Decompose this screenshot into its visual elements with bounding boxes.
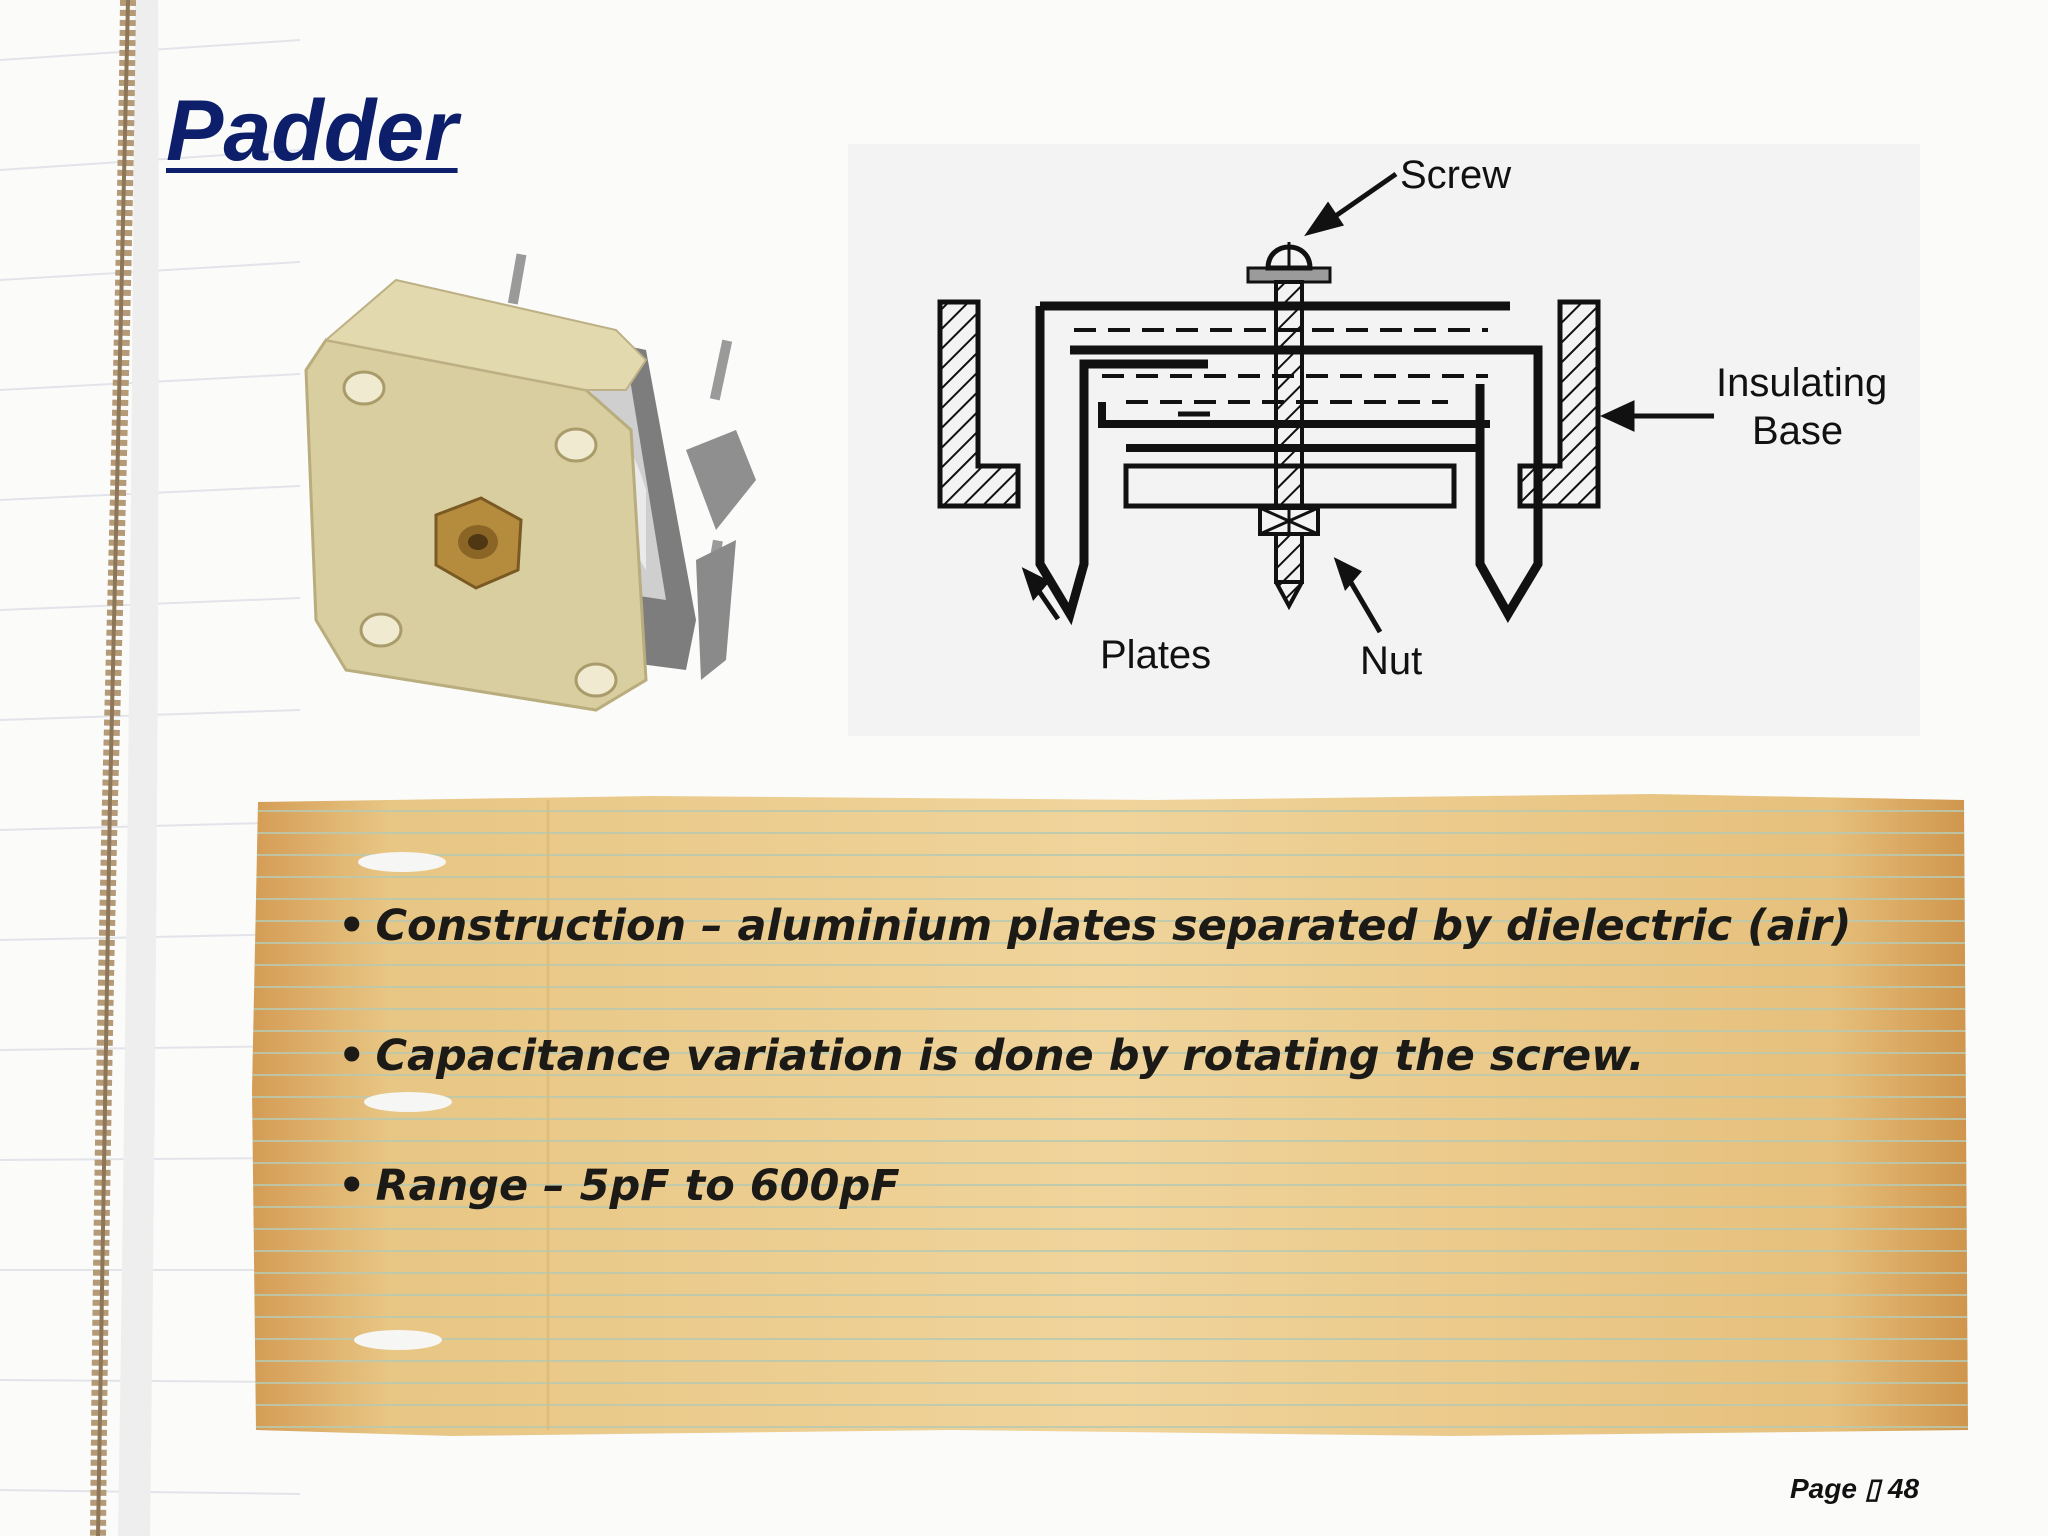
bullet-list: •Construction – aluminium plates separat… <box>338 880 1852 1270</box>
insulating-base-left <box>937 299 1021 509</box>
page-number: Page ▯ 48 <box>1790 1473 1920 1504</box>
screw-shaft <box>1274 280 1304 584</box>
padder-construction-diagram: Screw Insulating Base Plates Nut <box>848 144 1920 736</box>
bullet-construction: •Construction – aluminium plates separat… <box>338 901 1852 951</box>
label-base: Base <box>1752 409 1843 453</box>
right-plate <box>1475 345 1543 623</box>
label-nut: Nut <box>1360 639 1422 683</box>
label-plates: Plates <box>1100 633 1211 677</box>
note-paper <box>252 794 1968 1436</box>
slide-title: Padder <box>166 83 458 179</box>
left-plate <box>1035 306 1208 626</box>
label-insulating: Insulating <box>1716 361 1887 405</box>
bullet-capacitance-variation: •Capacitance variation is done by rotati… <box>338 1031 1645 1081</box>
insulating-base-right <box>1517 299 1601 509</box>
label-screw: Screw <box>1400 153 1511 197</box>
bullet-range: •Range – 5pF to 600pF <box>338 1161 900 1211</box>
padder-capacitor-photo <box>304 253 756 712</box>
